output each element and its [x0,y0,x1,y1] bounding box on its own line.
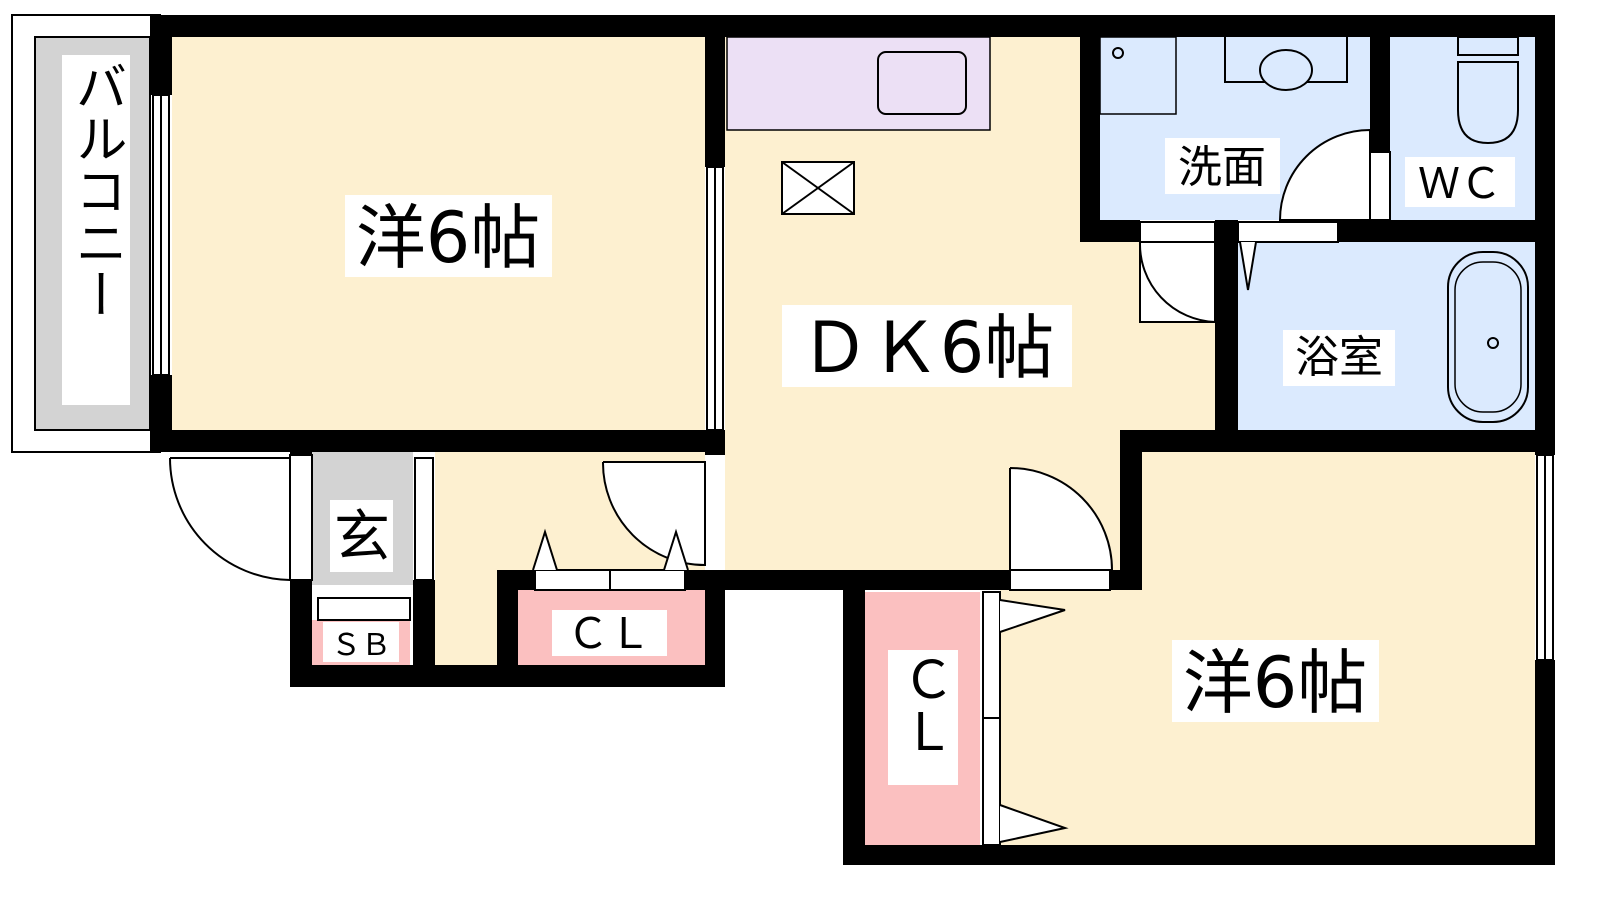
closet-2-label: ＣＬ [893,653,953,757]
western-room-1-label: 洋6帖 [356,197,541,279]
shoe-box-label: ＳＢ [331,628,391,663]
doors [169,128,1391,843]
windows [152,94,1554,846]
closet-1-label: ＣＬ [567,609,651,658]
range-hood-icon [781,161,855,215]
dining-kitchen-label: ＤＫ6帖 [800,307,1055,389]
kitchen-counter [726,36,991,131]
toilet-icon [1457,36,1519,145]
room-labels: 洋6帖 ＤＫ6帖 洗面 ＷＣ 浴室 玄 ＳＢ ＣＬ ＣＬ 洋6帖 [323,138,1515,785]
western-room-2-label: 洋6帖 [1183,642,1368,724]
hallway-lower [435,570,497,665]
sink-icon [877,51,967,115]
entrance-label: 玄 [334,505,390,570]
bathroom-label: 浴室 [1295,332,1383,383]
balcony-label-bg [62,55,130,405]
balcony-label: バルコニー [66,60,126,320]
walls [150,15,1555,865]
washroom-label: 洗面 [1178,142,1266,193]
wash-basin-icon [1224,37,1348,91]
bathtub-icon [1447,251,1529,423]
toilet-label: ＷＣ [1418,159,1502,208]
